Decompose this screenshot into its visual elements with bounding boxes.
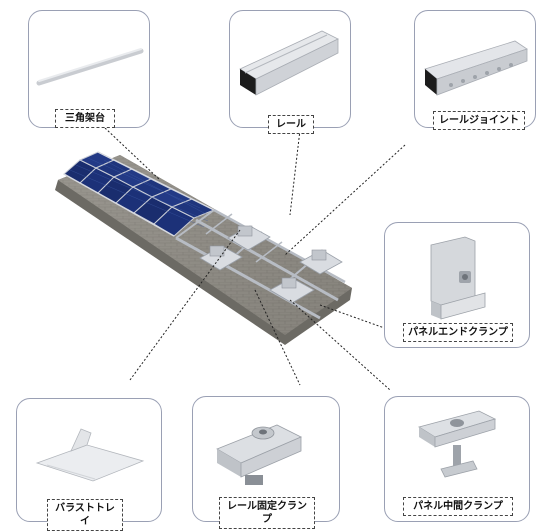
rail-icon: [239, 30, 339, 96]
card-panel-mid-clamp: パネル中間クランプ: [384, 396, 530, 522]
panel-mid-clamp-icon: [418, 410, 497, 478]
panel-end-clamp-label: パネルエンドクランプ: [403, 323, 513, 342]
rail-joint-icon: [424, 40, 528, 96]
leader-lines: [104, 127, 406, 391]
triangle-frame-label: 三角架台: [55, 109, 115, 128]
solar-panel-array: [63, 151, 216, 237]
rail-fix-clamp-icon: [216, 424, 302, 485]
card-triangle-frame: 三角架台: [28, 10, 150, 128]
ballast-trays: [199, 225, 343, 304]
rail-label: レール: [268, 115, 314, 134]
triangle-frame-icon: [36, 48, 144, 86]
card-rail: レール: [229, 10, 351, 134]
panel-mid-clamp-label: パネル中間クランプ: [403, 497, 513, 516]
panel-end-clamp-icon: [430, 236, 486, 320]
card-rail-fix-clamp: レール固定クランプ: [192, 396, 340, 529]
ballast-tray-label: バラストトレイ: [47, 499, 123, 531]
card-rail-joint: レールジョイント: [414, 10, 536, 130]
rail-joint-label: レールジョイント: [433, 111, 525, 130]
rail-fix-clamp-label: レール固定クランプ: [219, 497, 315, 529]
ballast-tray-icon: [35, 428, 145, 482]
card-ballast-tray: バラストトレイ: [16, 398, 162, 531]
card-panel-end-clamp: パネルエンドクランプ: [384, 222, 530, 348]
